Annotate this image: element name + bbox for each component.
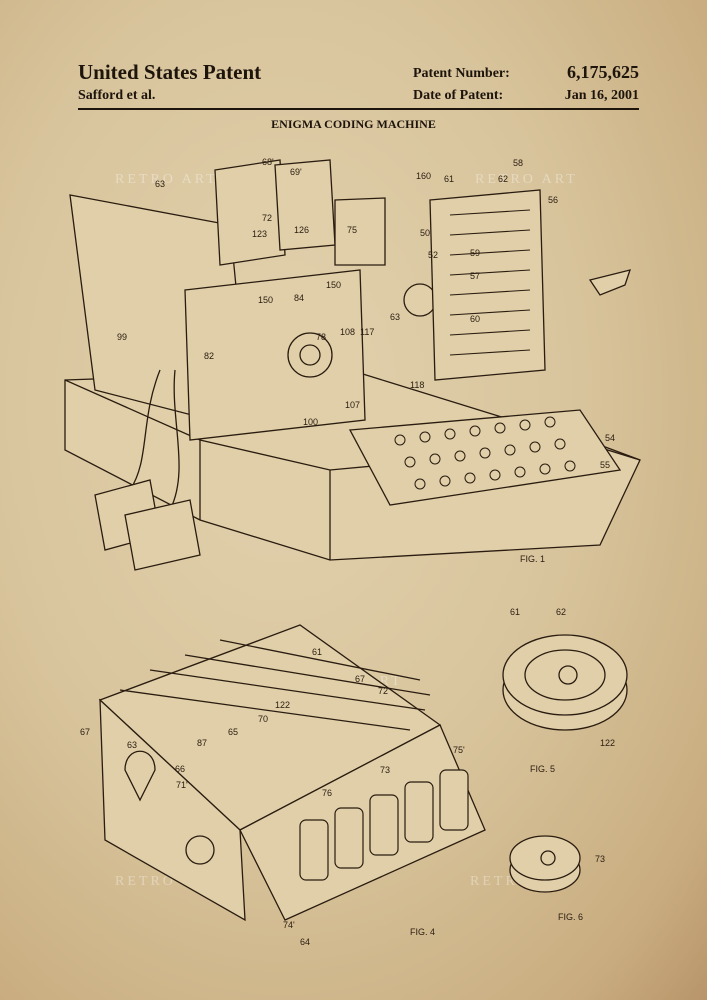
reference-numeral: 63 <box>390 312 400 322</box>
reference-numeral: 75' <box>453 745 465 755</box>
reference-numeral: 76 <box>322 788 332 798</box>
reference-numeral: 72' <box>378 686 390 696</box>
reference-numeral: 82 <box>204 351 214 361</box>
header-divider <box>78 108 639 110</box>
fig5-label: FIG. 5 <box>530 764 555 774</box>
watermark: RETRO ART <box>475 172 578 187</box>
reference-numeral: 117 <box>360 327 374 337</box>
reference-numeral: 78 <box>316 332 326 342</box>
reference-numeral: 160 <box>416 171 431 181</box>
reference-numeral: 52 <box>428 250 438 260</box>
reference-numeral: 50 <box>420 228 430 238</box>
invention-title: ENIGMA CODING MACHINE <box>271 117 436 131</box>
reference-numeral: 108 <box>340 327 355 337</box>
reference-numeral: 84 <box>294 293 304 303</box>
date-label: Date of Patent: <box>413 88 504 103</box>
reference-numeral: 58 <box>513 158 523 168</box>
reference-numeral: 74' <box>283 920 295 930</box>
fig5-drawing: 61 62 122 FIG. 5 <box>502 607 628 774</box>
reference-numeral: 54 <box>605 433 615 443</box>
reference-numeral: 71' <box>176 780 188 790</box>
reference-numeral: 75 <box>347 225 357 235</box>
reference-numeral: 122 <box>275 700 290 710</box>
reference-numeral: 61 <box>510 607 520 617</box>
reference-numeral: 99 <box>117 332 127 342</box>
reference-numeral: 70 <box>258 714 268 724</box>
reference-numeral: 62 <box>556 607 566 617</box>
patent-title: United States Patent <box>78 60 262 84</box>
reference-numeral: 57 <box>470 271 480 281</box>
fig6-drawing: 73 FIG. 6 <box>509 835 605 922</box>
reference-numeral: 87 <box>197 738 207 748</box>
reference-numeral: 56 <box>548 195 558 205</box>
reference-numeral: 67 <box>80 727 90 737</box>
reference-numeral: 67 <box>355 674 365 684</box>
reference-numeral: 126 <box>294 225 309 235</box>
reference-numeral: 123 <box>252 229 267 239</box>
reference-numeral: 66 <box>175 764 185 774</box>
watermark: RETRO ART <box>115 172 218 187</box>
reference-numeral: 64 <box>300 937 310 947</box>
reference-numeral: 62 <box>498 174 508 184</box>
reference-numeral: 68' <box>262 157 274 167</box>
reference-numeral: 107 <box>345 400 360 410</box>
fig1-drawing: FIG. 1 68' 69' 63 72 126 123 75 160 61 5… <box>64 157 641 571</box>
reference-numeral: 118 <box>410 380 424 390</box>
reference-numeral: 150 <box>258 295 273 305</box>
reference-numeral: 59 <box>470 248 480 258</box>
reference-numeral: 73 <box>380 765 390 775</box>
reference-numeral: 150 <box>326 280 341 290</box>
fig6-label: FIG. 6 <box>558 912 583 922</box>
inventor: Safford et al. <box>78 88 156 103</box>
reference-numeral: 122 <box>600 738 615 748</box>
reference-numeral: 60 <box>470 314 480 324</box>
patent-number-label: Patent Number: <box>413 66 510 81</box>
reference-numeral: 61 <box>312 647 322 657</box>
reference-numeral: 73 <box>595 854 605 864</box>
fig4-label: FIG. 4 <box>410 927 435 937</box>
patent-number: 6,175,625 <box>567 62 639 82</box>
reference-numeral: 69' <box>290 167 302 177</box>
reference-numeral: 63 <box>127 740 137 750</box>
fig4-drawing: FIG. 4 61 67 72' 63 122 70 65 87 66 71' … <box>80 624 486 947</box>
reference-numeral: 61 <box>444 174 454 184</box>
reference-numeral: 63 <box>155 179 165 189</box>
reference-numeral: 72 <box>262 213 272 223</box>
reference-numeral: 65 <box>228 727 238 737</box>
reference-numeral: 100 <box>303 417 318 427</box>
reference-numeral: 55 <box>600 460 610 470</box>
patent-date: Jan 16, 2001 <box>564 88 639 103</box>
fig1-label: FIG. 1 <box>520 554 545 564</box>
